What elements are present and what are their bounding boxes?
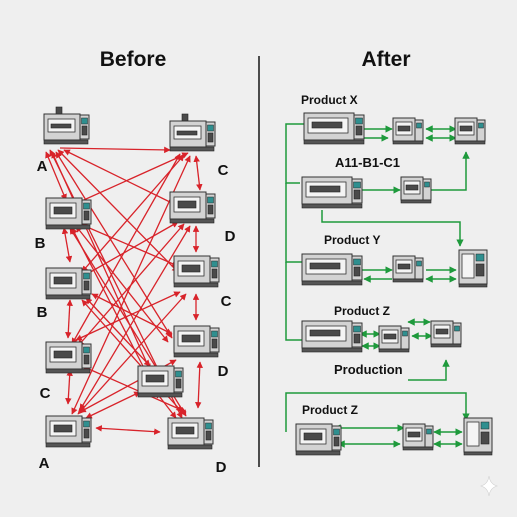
milling-machine-icon [378, 325, 410, 353]
cnc-machine-icon [295, 423, 342, 456]
before-machines [43, 106, 220, 450]
cnc-machine-icon [167, 417, 214, 450]
sparkle-icon [479, 475, 499, 497]
cnc-machine-icon [45, 415, 92, 448]
cnc-machine-icon [463, 417, 493, 456]
cell-code-label: A11-B1-C1 [335, 155, 400, 170]
after-flows [285, 123, 470, 448]
machine-label: C [40, 385, 51, 402]
cnc-machine-icon [301, 253, 363, 286]
cnc-machine-icon [45, 197, 92, 230]
cnc-machine-icon [137, 365, 184, 398]
milling-machine-icon [454, 117, 486, 145]
cnc-machine-icon [43, 106, 90, 145]
after-labels: Product X A11-B1-C1 Product Y Product Z … [301, 93, 403, 417]
cnc-machine-icon [169, 113, 216, 152]
product-x-label: Product X [301, 93, 358, 107]
cnc-machine-icon [45, 267, 92, 300]
lathe-icon [301, 176, 363, 209]
cnc-machine-icon [301, 320, 363, 353]
before-labels: A C B D B C C D A D [35, 158, 236, 476]
machine-label: B [37, 304, 48, 321]
cnc-machine-icon [458, 249, 488, 288]
machine-label: C [218, 162, 229, 179]
milling-machine-icon [400, 176, 432, 204]
machine-label: A [39, 455, 50, 472]
milling-machine-icon [402, 423, 434, 451]
machine-label: D [218, 363, 229, 380]
cnc-machine-icon [303, 112, 365, 145]
machine-label: A [37, 158, 48, 175]
machine-label: D [225, 228, 236, 245]
after-heading: After [361, 48, 410, 71]
production-label: Production [334, 362, 403, 377]
product-z-label: Product Z [302, 403, 358, 417]
cnc-machine-icon [169, 191, 216, 224]
machine-label: B [35, 235, 46, 252]
machine-label: D [216, 459, 227, 476]
milling-machine-icon [392, 117, 424, 145]
cnc-machine-icon [173, 255, 220, 288]
milling-machine-icon [430, 320, 462, 348]
cnc-machine-icon [173, 325, 220, 358]
cnc-machine-icon [45, 341, 92, 374]
milling-machine-icon [392, 255, 424, 283]
product-y-label: Product Y [324, 233, 380, 247]
product-z-label: Product Z [334, 304, 390, 318]
before-heading: Before [100, 48, 167, 71]
machine-label: C [221, 293, 232, 310]
